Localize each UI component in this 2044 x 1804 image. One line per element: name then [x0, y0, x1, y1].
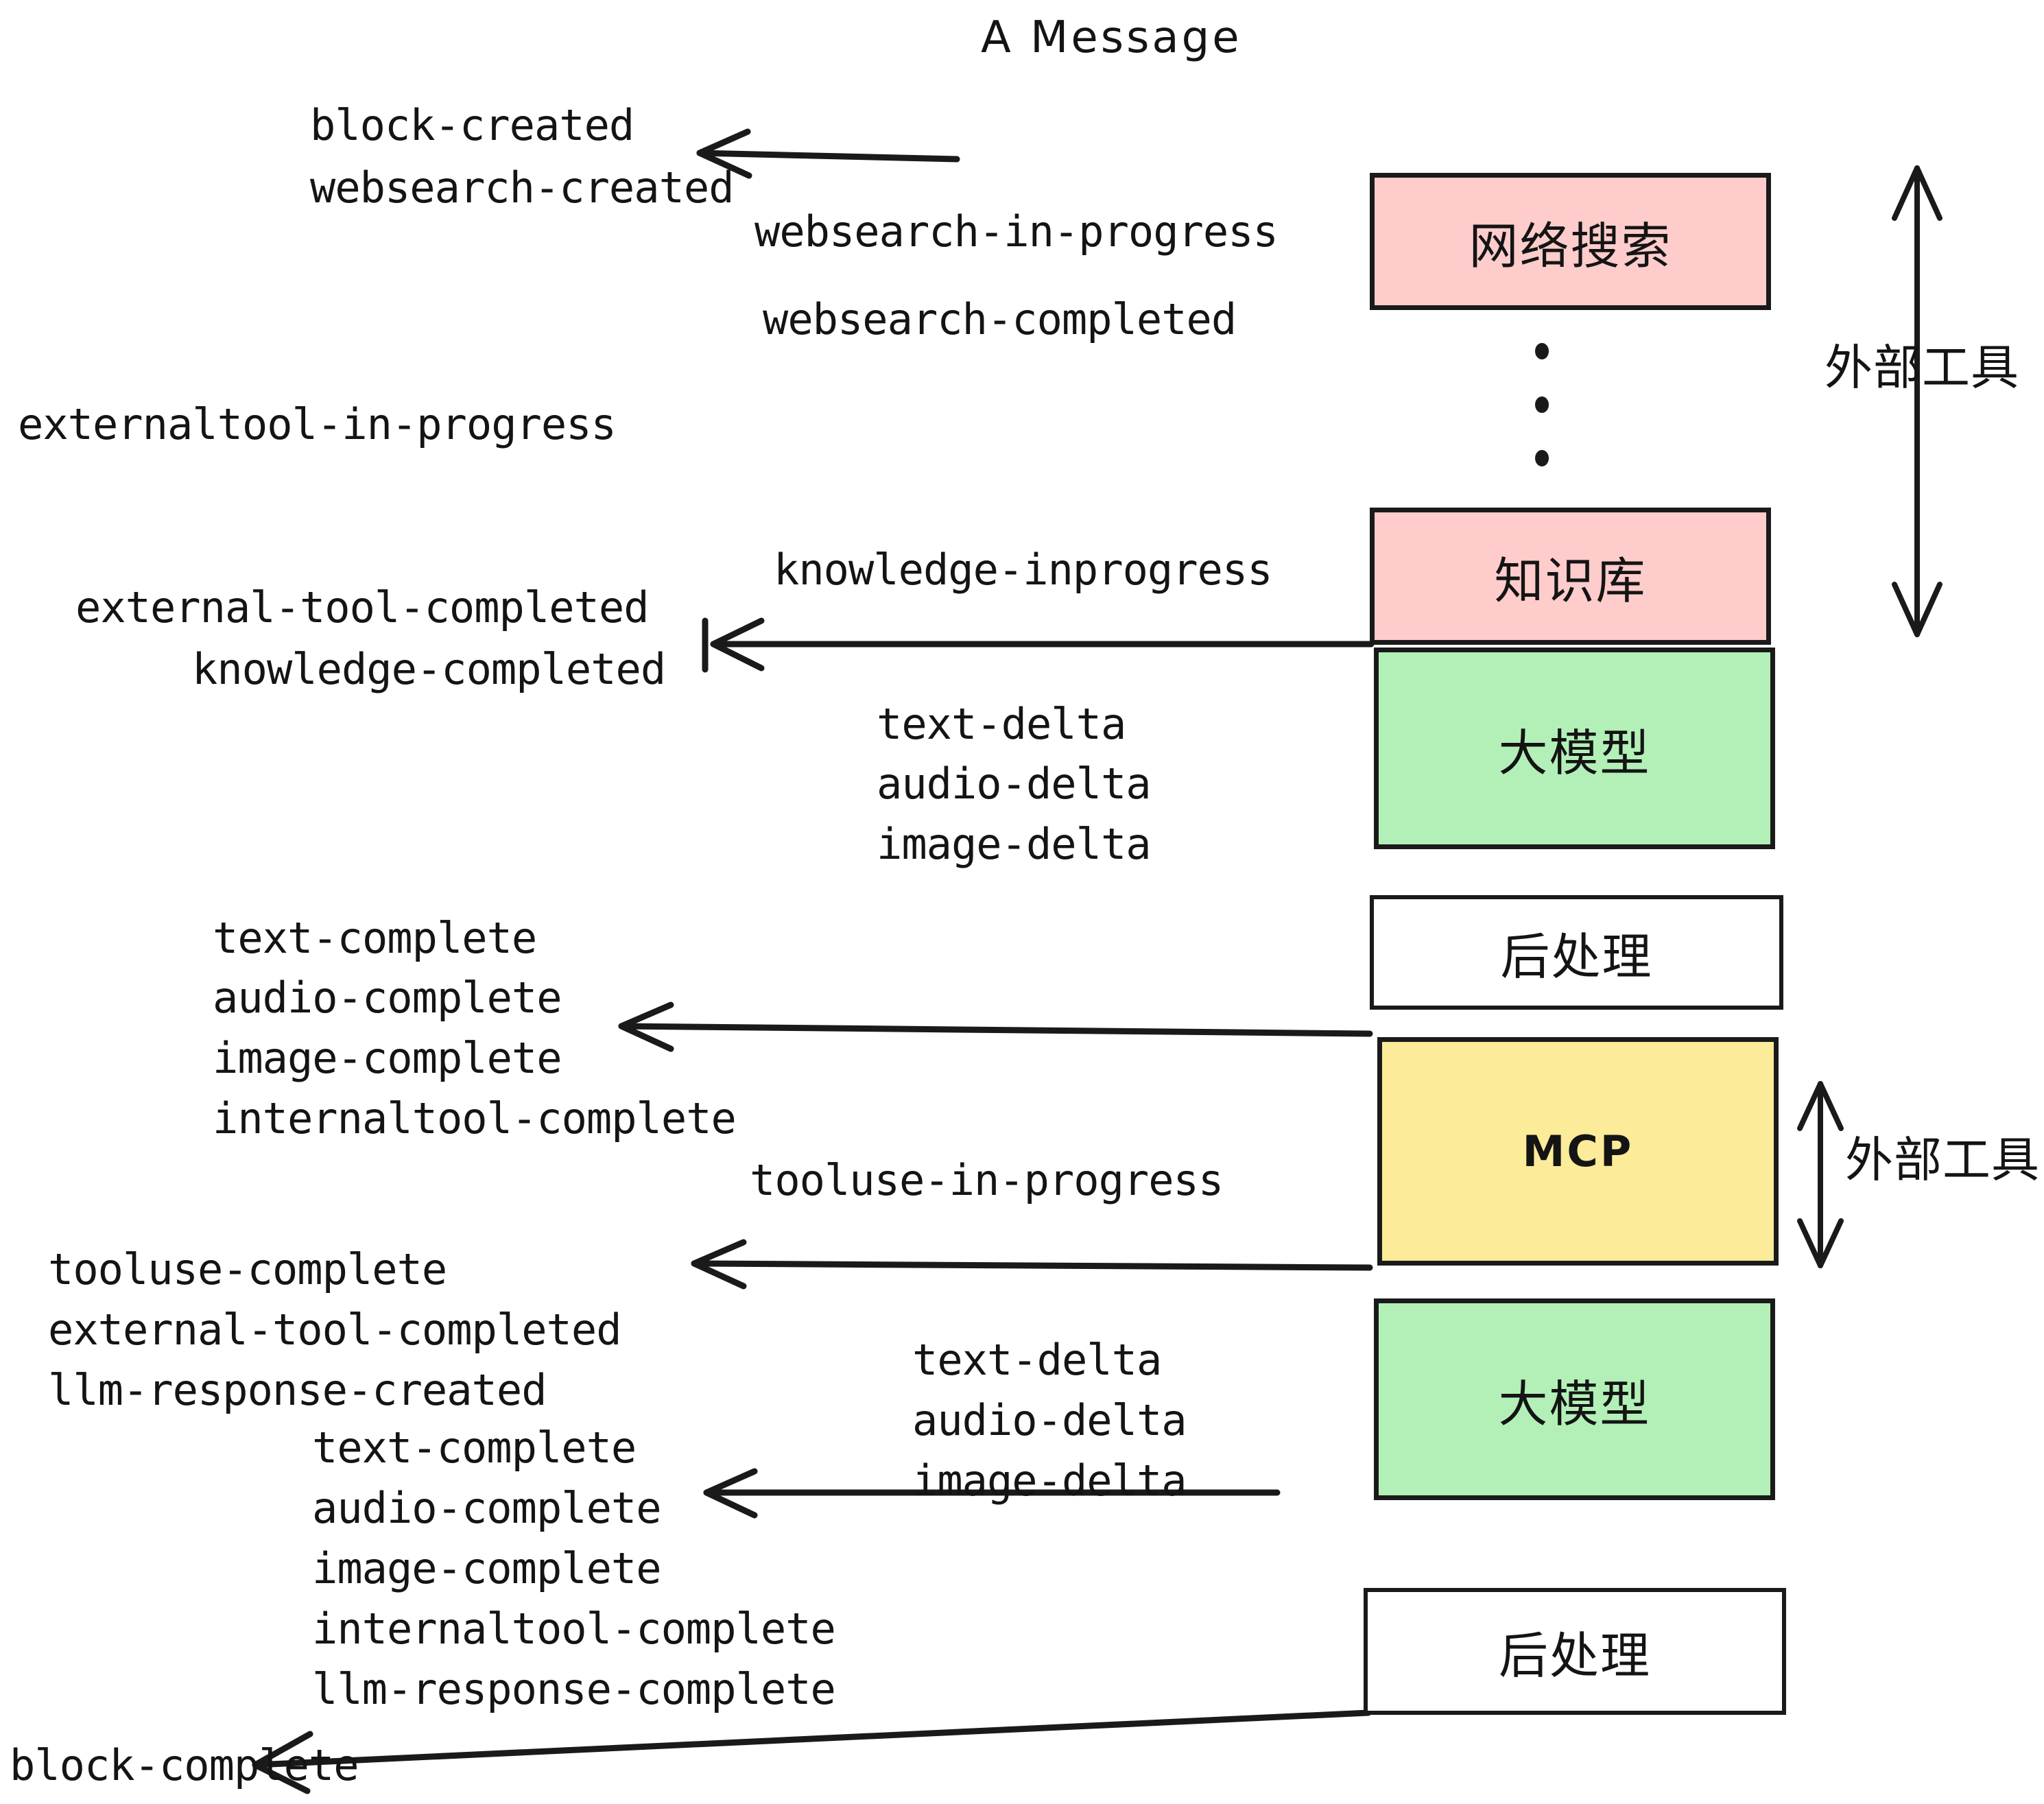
dot-3	[1535, 450, 1549, 466]
node-websearch[interactable]: 网络搜索	[1370, 173, 1771, 310]
external-tools-lower-arrow	[1797, 1081, 1844, 1268]
node-llm-2[interactable]: 大模型	[1374, 1298, 1775, 1500]
arrow-mcp-to-events	[691, 1239, 1373, 1290]
event-external-tool-completed-1: external-tool-completed	[75, 582, 650, 632]
external-tools-upper-arrow	[1892, 165, 1942, 637]
dot-2	[1535, 396, 1549, 413]
event-external-tool-completed-2: external-tool-completed	[48, 1305, 622, 1355]
event-text-delta-2: text-delta	[912, 1335, 1162, 1385]
event-image-delta-1: image-delta	[877, 819, 1152, 869]
node-mcp[interactable]: MCP	[1377, 1037, 1779, 1266]
arrow-postprocess1-to-events	[618, 1001, 1373, 1052]
node-websearch-label: 网络搜索	[1469, 217, 1672, 275]
event-tooluse-complete: tooluse-complete	[48, 1244, 447, 1294]
dot-1	[1535, 343, 1549, 359]
event-block-created: block-created	[310, 100, 634, 150]
event-websearch-created: websearch-created	[310, 163, 735, 213]
node-llm-1[interactable]: 大模型	[1374, 648, 1775, 849]
event-websearch-in-progress: websearch-in-progress	[754, 206, 1279, 257]
event-audio-delta-1: audio-delta	[877, 759, 1152, 809]
ellipsis-dots	[1534, 343, 1550, 466]
event-image-complete-2: image-complete	[312, 1543, 662, 1593]
event-text-complete-2: text-complete	[312, 1423, 637, 1473]
node-mcp-label: MCP	[1522, 1126, 1634, 1176]
node-knowledge[interactable]: 知识库	[1370, 508, 1771, 645]
event-audio-complete-1: audio-complete	[213, 973, 562, 1023]
node-postprocess-1[interactable]: 后处理	[1370, 895, 1783, 1010]
event-block-complete: block-complete	[10, 1740, 359, 1790]
arrow-websearch-to-events	[696, 128, 960, 179]
event-websearch-completed: websearch-completed	[763, 294, 1237, 344]
event-audio-delta-2: audio-delta	[912, 1395, 1187, 1445]
group-label-external-tools-lower: 外部工具	[1845, 1132, 2040, 1188]
event-internaltool-complete-1: internaltool-complete	[213, 1093, 737, 1143]
event-text-delta-1: text-delta	[877, 699, 1126, 749]
diagram-title: A Message	[981, 12, 1242, 63]
event-text-complete-1: text-complete	[213, 913, 537, 963]
event-image-complete-1: image-complete	[213, 1033, 562, 1083]
event-tooluse-in-progress: tooluse-in-progress	[750, 1155, 1224, 1205]
node-knowledge-label: 知识库	[1494, 551, 1647, 610]
event-internaltool-complete-2: internaltool-complete	[312, 1604, 836, 1654]
arrow-postprocess2-to-block-complete	[252, 1709, 1372, 1794]
event-knowledge-completed: knowledge-completed	[192, 644, 666, 694]
node-postprocess-2[interactable]: 后处理	[1364, 1588, 1786, 1715]
node-llm-1-label: 大模型	[1498, 724, 1651, 782]
node-postprocess-1-label: 后处理	[1500, 928, 1653, 986]
arrow-knowledge-to-events	[702, 617, 1375, 673]
node-llm-2-label: 大模型	[1498, 1375, 1651, 1433]
event-llm-response-created: llm-response-created	[48, 1365, 547, 1415]
event-knowledge-inprogress: knowledge-inprogress	[774, 545, 1273, 595]
node-postprocess-2-label: 后处理	[1498, 1627, 1651, 1685]
event-llm-response-complete: llm-response-complete	[312, 1664, 836, 1714]
group-label-external-tools-upper: 外部工具	[1825, 340, 2019, 396]
event-externaltool-in-progress: externaltool-in-progress	[18, 399, 617, 449]
event-audio-complete-2: audio-complete	[312, 1483, 662, 1533]
event-image-delta-2: image-delta	[912, 1456, 1187, 1506]
